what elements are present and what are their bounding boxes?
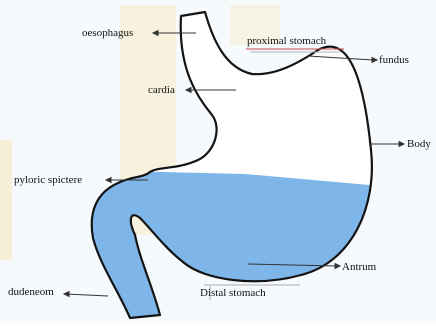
label-pyloric-sphincter: pyloric spictere: [14, 174, 82, 186]
label-cardia: cardia: [148, 84, 175, 96]
label-fundus: fundus: [379, 54, 409, 66]
label-distal-stomach: Distal stomach: [200, 287, 266, 299]
label-duodenum: dudeneom: [8, 286, 54, 298]
label-proximal-stomach: proximal stomach: [247, 35, 326, 47]
label-oesophagus: oesophagus: [82, 27, 133, 39]
label-body: Body: [407, 138, 431, 150]
label-antrum: Antrum: [342, 261, 376, 273]
watermark-block: [0, 140, 12, 260]
